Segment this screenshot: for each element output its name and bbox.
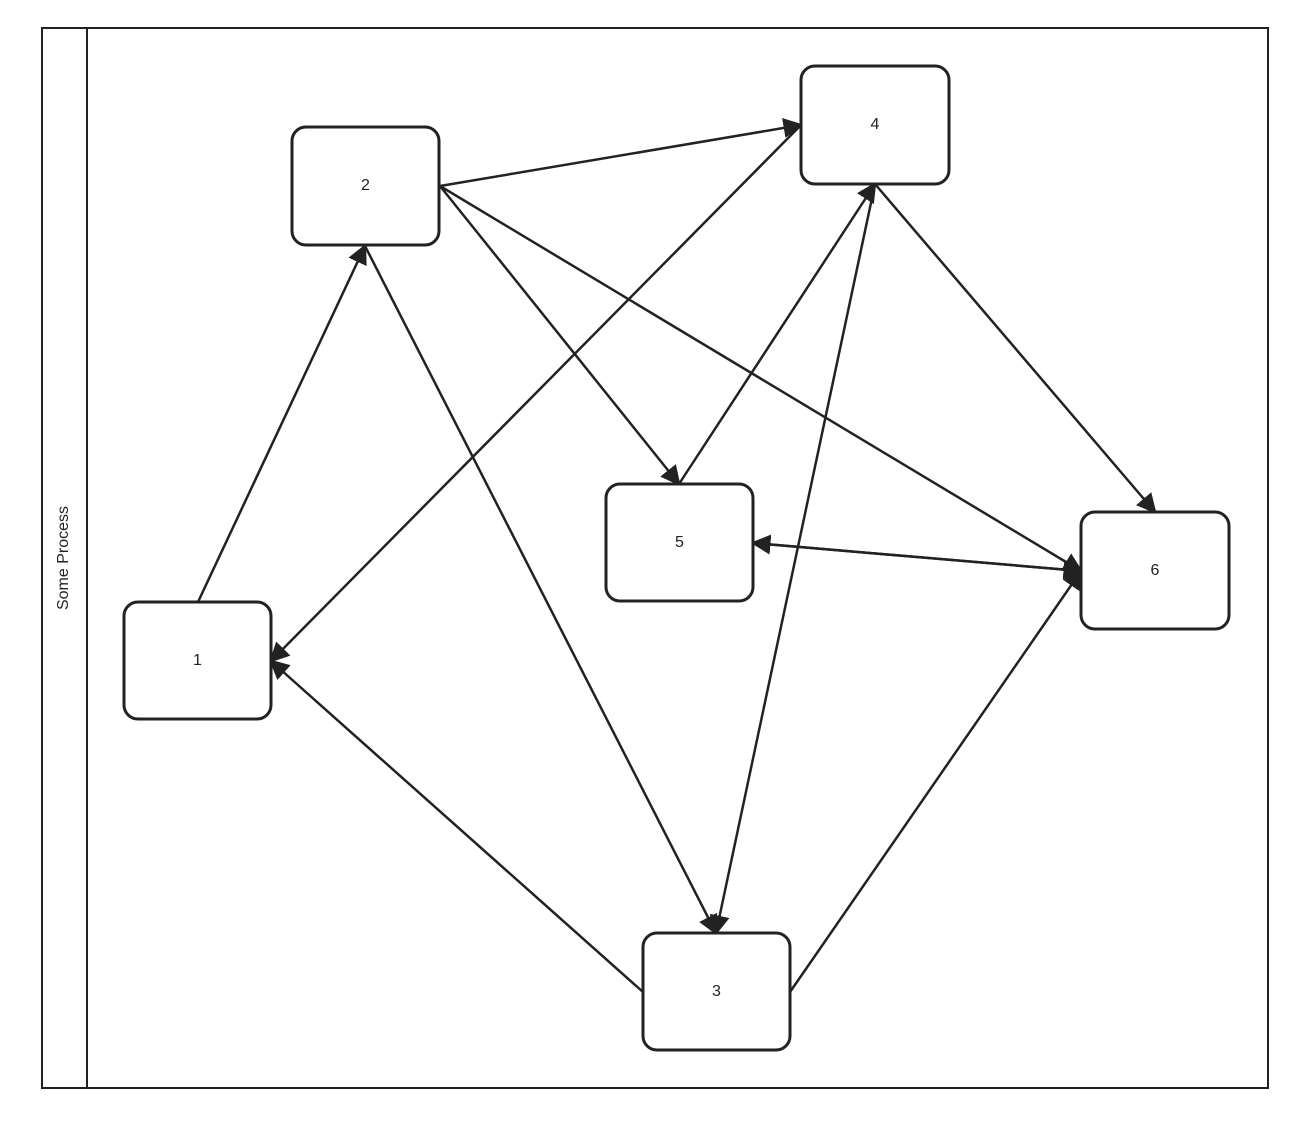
node-4-box[interactable] — [799, 64, 951, 186]
node-1-label: 1 — [193, 652, 202, 669]
node-1[interactable]: 1 — [122, 600, 273, 721]
node-2-label: 2 — [361, 177, 370, 194]
nodes-layer: 1 2 3 4 5 6 — [122, 64, 1231, 1052]
node-2-box[interactable] — [290, 125, 441, 247]
node-5-box[interactable] — [604, 482, 755, 603]
edge-4-to-3 — [709, 183, 877, 936]
node-3-label: 3 — [712, 983, 721, 1000]
edge-3-to-1 — [269, 659, 644, 993]
node-3[interactable]: 3 — [641, 931, 792, 1052]
node-5-label: 5 — [675, 534, 684, 551]
edge-2-to-6 — [439, 184, 1084, 573]
node-3-box[interactable] — [641, 931, 792, 1052]
node-6-label: 6 — [1151, 562, 1160, 579]
node-1-box[interactable] — [122, 600, 273, 721]
edge-2-to-3 — [363, 245, 718, 936]
edge-2-to-4 — [439, 118, 804, 188]
edge-5-to-4 — [677, 181, 877, 485]
edges-layer — [196, 118, 1157, 993]
node-6-box[interactable] — [1079, 510, 1231, 631]
node-4-label: 4 — [871, 116, 880, 133]
node-5[interactable]: 5 — [604, 482, 755, 603]
node-2[interactable]: 2 — [290, 125, 441, 247]
edge-4-to-6 — [874, 183, 1157, 514]
node-4[interactable]: 4 — [799, 64, 951, 186]
node-6[interactable]: 6 — [1079, 510, 1231, 631]
edge-3-to-6 — [788, 568, 1083, 993]
edge-2-to-5 — [439, 185, 681, 486]
edge-5-to-6 — [752, 541, 1084, 580]
pool-label: Some Process — [55, 506, 72, 610]
edge-4-to-1 — [269, 124, 802, 663]
edge-1-to-2 — [196, 243, 367, 603]
